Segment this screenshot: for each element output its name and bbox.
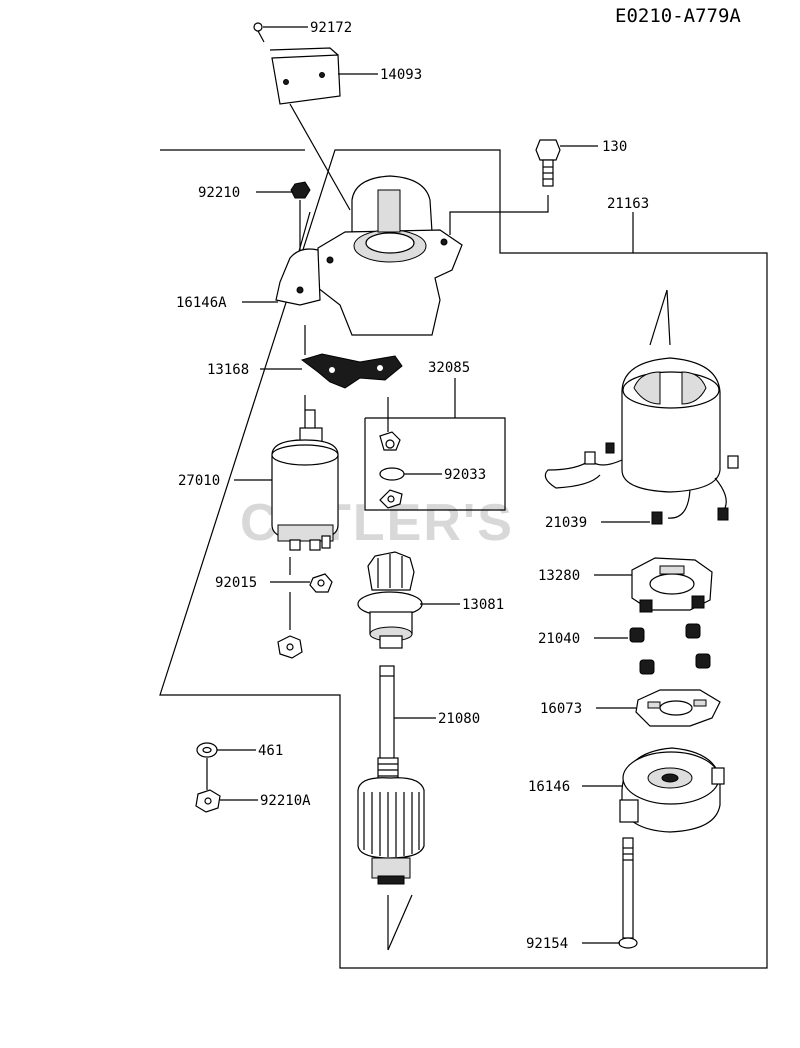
kit-box-32085 [364,417,506,511]
label-21040: 21040 [538,631,580,647]
label-21163: 21163 [607,196,649,212]
nuts-92015-icon [277,557,333,659]
label-92015: 92015 [215,575,257,591]
label-13280: 13280 [538,568,580,584]
label-130: 130 [602,139,627,155]
label-21039: 21039 [545,515,587,531]
springs-21040-icon [629,623,711,675]
plate-16073-icon [635,689,721,727]
label-16073: 16073 [540,701,582,717]
label-14093: 14093 [380,67,422,83]
assembly-outline [159,149,768,969]
label-32085: 32085 [428,360,470,376]
housing-16146A-icon [275,175,463,355]
diagram-code: E0210-A779A [615,5,741,27]
bolt-92154-icon [618,837,638,949]
label-27010: 27010 [178,473,220,489]
label-13081: 13081 [462,597,504,613]
label-92154: 92154 [526,936,568,952]
label-92033: 92033 [444,467,486,483]
label-461: 461 [258,743,283,759]
lever-13168-icon [300,353,403,389]
cover-14093-icon [269,47,351,211]
rear-bracket-16146-icon [619,747,725,833]
label-13168: 13168 [207,362,249,378]
kit-parts-32085-icon [379,397,405,509]
label-92172: 92172 [310,20,352,36]
screw-92172-icon [253,22,265,43]
label-16146: 16146 [528,779,570,795]
solenoid-27010-icon [271,395,339,551]
label-92210: 92210 [198,185,240,201]
bolt-130-icon [449,139,561,235]
label-92210A: 92210A [260,793,311,809]
leader-lines [217,26,650,944]
nut-92210A-icon [195,789,221,813]
washer-461-icon [196,742,218,790]
brush-holder-13280-icon [631,557,713,613]
label-16146A: 16146A [176,295,227,311]
label-21080: 21080 [438,711,480,727]
pinion-13081-icon [357,551,423,649]
armature-21080-icon [357,665,425,951]
yoke-21163-icon [544,289,739,525]
